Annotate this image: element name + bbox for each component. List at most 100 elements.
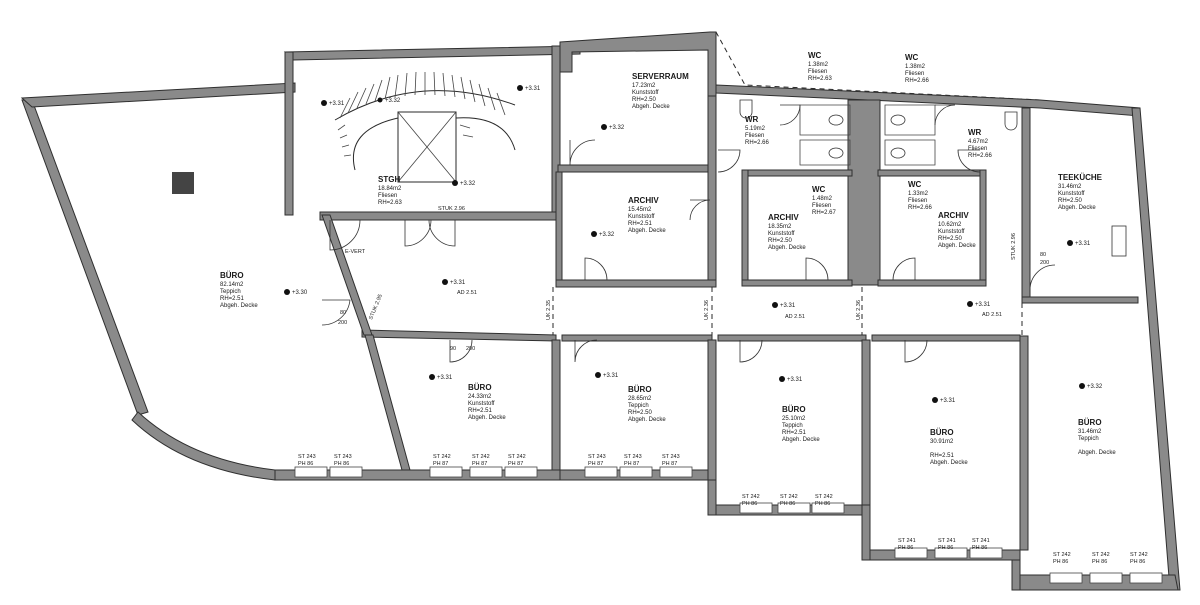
svg-text:1.33m2: 1.33m2: [908, 191, 929, 197]
room-teekueche: TEEKÜCHE 31.46m2 Kunststoff RH=2.50 Abge…: [1058, 173, 1103, 211]
svg-text:+3.31: +3.31: [437, 375, 453, 381]
fixtures: [739, 99, 1127, 257]
svg-text:+3.30: +3.30: [292, 290, 308, 296]
svg-text:ARCHIV: ARCHIV: [628, 196, 659, 205]
svg-text:24.33m2: 24.33m2: [468, 394, 492, 400]
svg-text:STGH: STGH: [378, 175, 400, 184]
svg-text:ST 243: ST 243: [334, 454, 352, 460]
svg-text:RH=2.51: RH=2.51: [220, 296, 245, 302]
svg-text:+3.31: +3.31: [787, 377, 803, 383]
room-stgh: STGH 18.84m2 Fliesen RH=2.63: [378, 175, 403, 206]
svg-text:4.67m2: 4.67m2: [968, 139, 989, 145]
svg-text:PH 87: PH 87: [624, 461, 639, 467]
svg-text:WR: WR: [968, 128, 982, 137]
room-wr-2: WR 4.67m2 Fliesen RH=2.66: [968, 128, 993, 159]
svg-text:Teppich: Teppich: [1078, 436, 1099, 442]
svg-text:1.38m2: 1.38m2: [905, 64, 926, 70]
svg-text:Abgeh. Decke: Abgeh. Decke: [1058, 205, 1096, 211]
svg-text:Teppich: Teppich: [628, 403, 649, 409]
svg-text:Abgeh. Decke: Abgeh. Decke: [782, 437, 820, 443]
svg-text:80: 80: [340, 310, 346, 316]
svg-text:BÜRO: BÜRO: [468, 383, 492, 392]
svg-text:Kunststoff: Kunststoff: [1058, 191, 1085, 197]
svg-text:RH=2.66: RH=2.66: [908, 205, 933, 211]
svg-text:STUK 2.96: STUK 2.96: [1011, 233, 1017, 260]
svg-text:RH=2.50: RH=2.50: [768, 238, 793, 244]
svg-text:RH=2.66: RH=2.66: [968, 153, 993, 159]
svg-text:WC: WC: [812, 185, 826, 194]
column: [172, 172, 194, 194]
svg-text:10.62m2: 10.62m2: [938, 222, 962, 228]
svg-text:+3.32: +3.32: [1087, 384, 1103, 390]
staircase: [172, 71, 516, 194]
svg-text:Fliesen: Fliesen: [378, 193, 397, 199]
svg-text:18.84m2: 18.84m2: [378, 186, 402, 192]
svg-text:Kunststoff: Kunststoff: [938, 229, 965, 235]
room-wc-4: WC 1.33m2 Fliesen RH=2.66: [908, 180, 933, 211]
room-buero-2: BÜRO 24.33m2 Kunststoff RH=2.51 Abgeh. D…: [468, 383, 506, 421]
svg-text:18.35m2: 18.35m2: [768, 224, 792, 230]
svg-text:ST 242: ST 242: [1130, 552, 1148, 558]
svg-text:BÜRO: BÜRO: [782, 405, 806, 414]
svg-text:31.46m2: 31.46m2: [1078, 429, 1102, 435]
svg-text:80: 80: [1040, 252, 1046, 258]
room-wr-1: WR 5.19m2 Fliesen RH=2.66: [745, 115, 770, 146]
svg-text:BÜRO: BÜRO: [220, 271, 244, 280]
svg-text:Kunststoff: Kunststoff: [632, 90, 659, 96]
svg-text:+3.32: +3.32: [385, 98, 401, 104]
svg-text:UK 2.36: UK 2.36: [856, 300, 862, 320]
svg-text:ST 242: ST 242: [815, 494, 833, 500]
room-archiv-3: ARCHIV 10.62m2 Kunststoff RH=2.50 Abgeh.…: [938, 211, 976, 249]
svg-text:+3.31: +3.31: [975, 302, 991, 308]
svg-text:RH=2.63: RH=2.63: [378, 200, 403, 206]
svg-text:15.45m2: 15.45m2: [628, 207, 652, 213]
windows: [294, 466, 1163, 584]
toilet-icon: [828, 114, 844, 126]
svg-text:Fliesen: Fliesen: [745, 133, 764, 139]
svg-text:Abgeh. Decke: Abgeh. Decke: [938, 243, 976, 249]
svg-text:+3.31: +3.31: [780, 303, 796, 309]
svg-text:WC: WC: [905, 53, 919, 62]
svg-text:Abgeh. Decke: Abgeh. Decke: [768, 245, 806, 251]
toilet-icon: [890, 147, 906, 159]
svg-text:5.19m2: 5.19m2: [745, 126, 766, 132]
room-buero-5: BÜRO 30.91m2 RH=2.51 Abgeh. Decke: [930, 428, 968, 466]
room-buero-3: BÜRO 28.65m2 Teppich RH=2.50 Abgeh. Deck…: [628, 385, 666, 423]
svg-text:ST 241: ST 241: [938, 538, 956, 544]
svg-text:Teppich: Teppich: [782, 423, 803, 429]
svg-text:ST 243: ST 243: [298, 454, 316, 460]
svg-text:Fliesen: Fliesen: [905, 71, 924, 77]
kitchen-sink-icon: [1111, 225, 1127, 257]
svg-text:ST 242: ST 242: [472, 454, 490, 460]
svg-text:E-VERT: E-VERT: [345, 249, 366, 255]
svg-text:1.38m2: 1.38m2: [808, 62, 829, 68]
svg-text:Abgeh. Decke: Abgeh. Decke: [220, 303, 258, 309]
svg-text:Fliesen: Fliesen: [968, 146, 987, 152]
svg-text:AD 2.51: AD 2.51: [785, 314, 805, 320]
svg-text:PH 87: PH 87: [472, 461, 487, 467]
svg-text:31.46m2: 31.46m2: [1058, 184, 1082, 190]
svg-text:ST 241: ST 241: [972, 538, 990, 544]
svg-text:Abgeh. Decke: Abgeh. Decke: [632, 104, 670, 110]
svg-text:PH 87: PH 87: [433, 461, 448, 467]
svg-text:Kunststoff: Kunststoff: [628, 214, 655, 220]
svg-text:RH=2.51: RH=2.51: [930, 453, 955, 459]
svg-text:200: 200: [466, 346, 475, 352]
door-e-vert: [329, 219, 361, 251]
svg-text:25.10m2: 25.10m2: [782, 416, 806, 422]
room-labels: BÜRO 82.14m2 Teppich RH=2.51 Abgeh. Deck…: [220, 51, 1116, 466]
section-lines: [552, 287, 1023, 335]
svg-text:RH=2.63: RH=2.63: [808, 76, 833, 82]
room-archiv-1: ARCHIV 15.45m2 Kunststoff RH=2.51 Abgeh.…: [628, 196, 666, 234]
svg-text:WC: WC: [808, 51, 822, 60]
svg-text:Fliesen: Fliesen: [908, 198, 927, 204]
svg-text:PH 86: PH 86: [298, 461, 313, 467]
svg-text:PH 86: PH 86: [815, 501, 830, 507]
svg-text:1.48m2: 1.48m2: [812, 196, 833, 202]
svg-text:ARCHIV: ARCHIV: [938, 211, 969, 220]
room-wc-3: WC 1.48m2 Fliesen RH=2.67: [812, 185, 837, 216]
svg-text:WC: WC: [908, 180, 922, 189]
svg-text:RH=2.67: RH=2.67: [812, 210, 837, 216]
svg-text:AD 2.51: AD 2.51: [457, 290, 477, 296]
